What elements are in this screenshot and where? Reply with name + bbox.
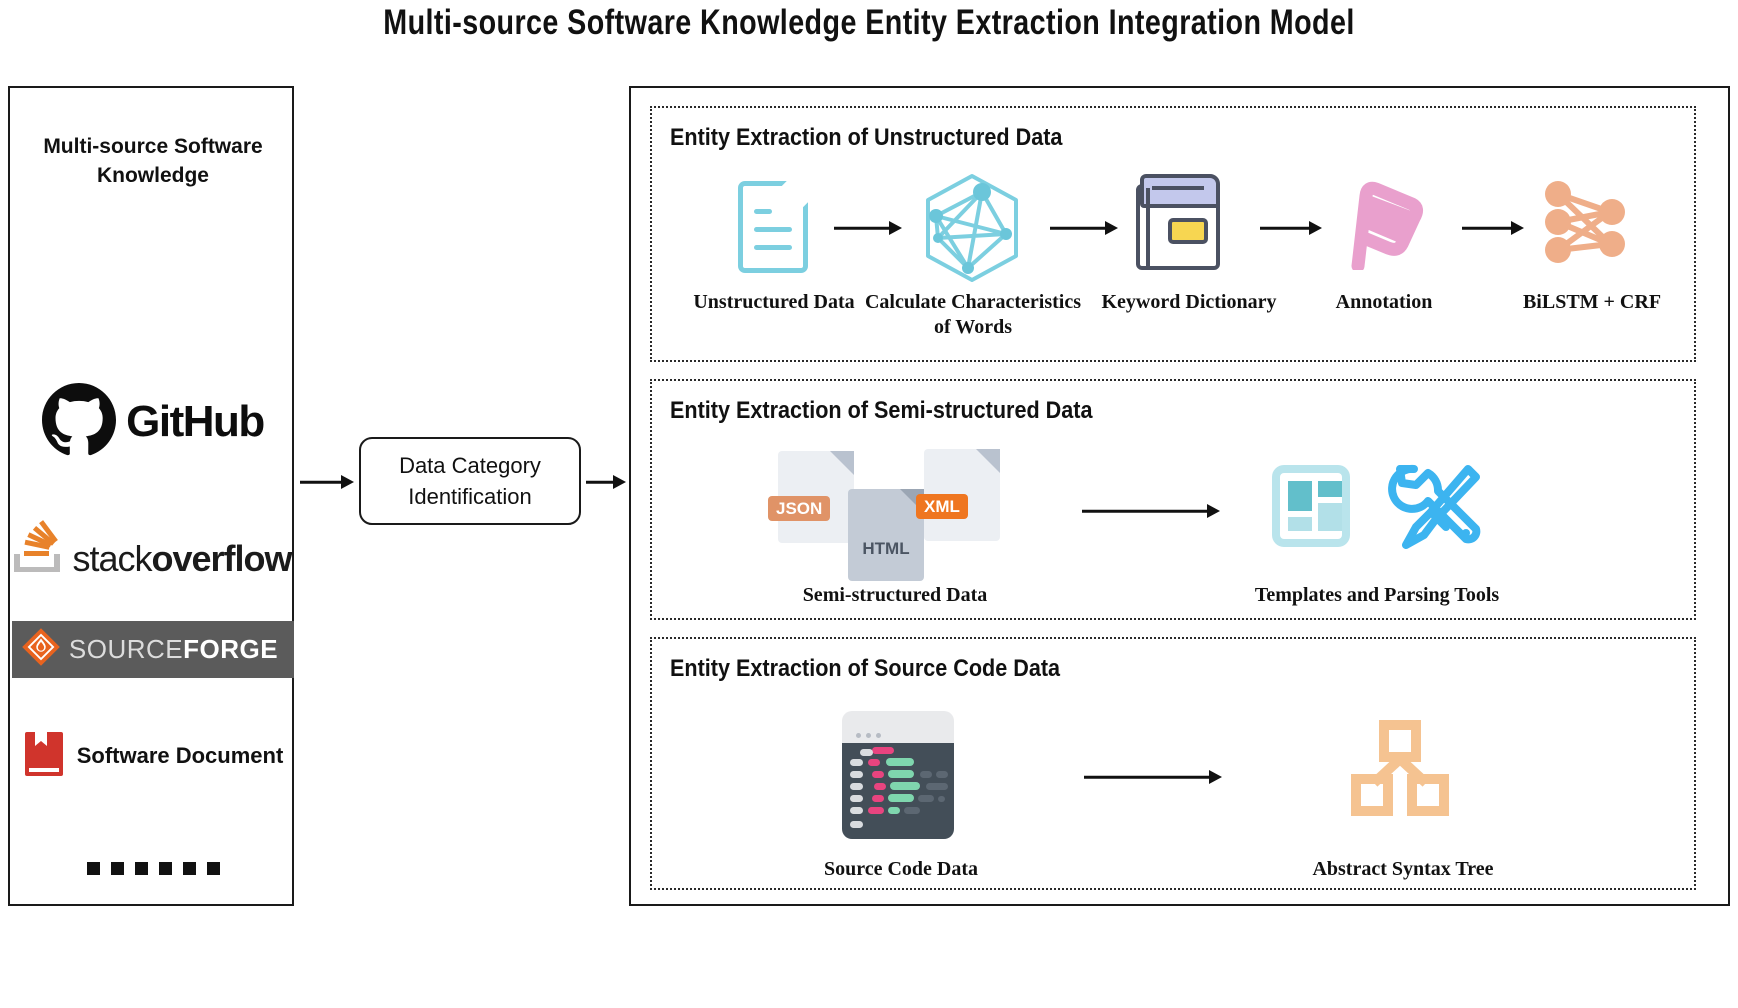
stackoverflow-label-light: stack: [72, 537, 152, 579]
stackoverflow-label: stackoverflow: [72, 537, 293, 579]
data-category-identification-node[interactable]: Data Category Identification: [359, 437, 581, 525]
html-file-icon-slot: HTML: [848, 489, 924, 581]
section-sourcecode-title: Entity Extraction of Source Code Data: [670, 655, 1061, 682]
multi-source-knowledge-panel: Multi-source Software Knowledge GitHub: [8, 86, 296, 906]
json-file-label: JSON: [768, 496, 831, 521]
caption-annotation: Annotation: [1335, 291, 1433, 313]
code-window-icon: [842, 711, 954, 839]
flag-icon: [1351, 181, 1424, 273]
html-file-label: HTML: [862, 539, 910, 558]
stackoverflow-logo-icon: [14, 518, 64, 577]
graph-network-icon: [926, 174, 1018, 282]
source-item-stackoverflow[interactable]: stackoverflow: [10, 512, 296, 582]
arrow-c1: [1084, 769, 1222, 785]
document-icon: [738, 171, 818, 273]
caption-calculate-characteristics: Calculate Characteristics of Words: [864, 291, 1082, 338]
section-source-code-data: Entity Extraction of Source Code Data: [650, 637, 1696, 890]
section-unstructured-data: Entity Extraction of Unstructured Data U…: [650, 106, 1696, 362]
tools-icon-slot: [1384, 459, 1482, 560]
arrow-u4: [1462, 220, 1524, 236]
annotation-icon-slot: [1340, 174, 1426, 275]
abstract-syntax-tree-icon-slot: [1346, 717, 1454, 822]
arrow-category-to-right: [586, 474, 626, 490]
neural-network-icon: [1545, 181, 1625, 263]
sourceforge-logo-icon: [22, 627, 60, 671]
left-panel-title: Multi-source Software Knowledge: [43, 135, 263, 187]
source-item-software-document[interactable]: Software Document: [10, 728, 296, 784]
sourceforge-label-bold: FORGE: [183, 634, 279, 664]
page-title: Multi-source Software Knowledge Entity E…: [383, 3, 1355, 42]
arrow-u3: [1260, 220, 1322, 236]
tree-structure-icon: [1351, 720, 1449, 816]
section-semistructured-title: Entity Extraction of Semi-structured Dat…: [670, 397, 1093, 424]
sourceforge-label-light: SOURCE: [68, 634, 184, 664]
caption-unstructured-data: Unstructured Data: [693, 291, 855, 313]
github-label: GitHub: [126, 397, 265, 446]
caption-keyword-dictionary: Keyword Dictionary: [1101, 291, 1277, 313]
xml-file-icon: XML: [916, 449, 1000, 541]
xml-file-icon-slot: XML: [916, 449, 1000, 541]
book-icon: [1136, 174, 1220, 270]
graph-network-icon-slot: [920, 172, 1024, 289]
arrow-u2: [1050, 220, 1118, 236]
source-item-github[interactable]: GitHub: [10, 376, 296, 468]
arrow-left-to-category: [300, 474, 354, 490]
stackoverflow-label-bold: overflow: [151, 537, 293, 579]
software-document-label: Software Document: [76, 743, 284, 768]
unstructured-data-icon-slot: [738, 171, 818, 273]
sourceforge-logo-box: SOURCEFORGE: [11, 620, 295, 678]
template-icon: [1272, 465, 1350, 547]
json-file-icon-slot: JSON: [768, 451, 854, 543]
template-icon-slot: [1272, 465, 1350, 547]
caption-templates-parsing-tools: Templates and Parsing Tools: [1254, 584, 1500, 606]
arrow-s1: [1082, 503, 1220, 519]
caption-abstract-syntax-tree: Abstract Syntax Tree: [1312, 858, 1494, 880]
xml-file-label: XML: [916, 494, 968, 519]
source-code-icon-slot: [842, 711, 954, 839]
github-logo-icon: [42, 382, 117, 462]
source-item-ellipsis: [10, 848, 296, 888]
entity-extraction-panel: Entity Extraction of Unstructured Data U…: [629, 86, 1730, 906]
data-category-identification-label: Data Category Identification: [399, 453, 541, 509]
caption-source-code-data: Source Code Data: [823, 858, 979, 880]
ellipsis-dots-icon: [86, 861, 220, 875]
tools-icon: [1388, 464, 1481, 549]
arrow-u1: [834, 220, 902, 236]
source-item-sourceforge[interactable]: SOURCEFORGE: [10, 620, 296, 678]
section-unstructured-title: Entity Extraction of Unstructured Data: [670, 124, 1063, 151]
red-book-icon: [23, 730, 65, 783]
json-file-icon: JSON: [768, 451, 854, 543]
caption-semi-structured-data: Semi-structured Data: [802, 584, 988, 606]
keyword-dictionary-icon-slot: [1136, 174, 1220, 270]
bilstm-crf-icon-slot: [1538, 178, 1634, 271]
caption-bilstm-crf: BiLSTM + CRF: [1522, 291, 1662, 313]
section-semi-structured-data: Entity Extraction of Semi-structured Dat…: [650, 379, 1696, 620]
sourceforge-label: SOURCEFORGE: [69, 636, 278, 662]
html-file-icon: HTML: [848, 489, 924, 581]
